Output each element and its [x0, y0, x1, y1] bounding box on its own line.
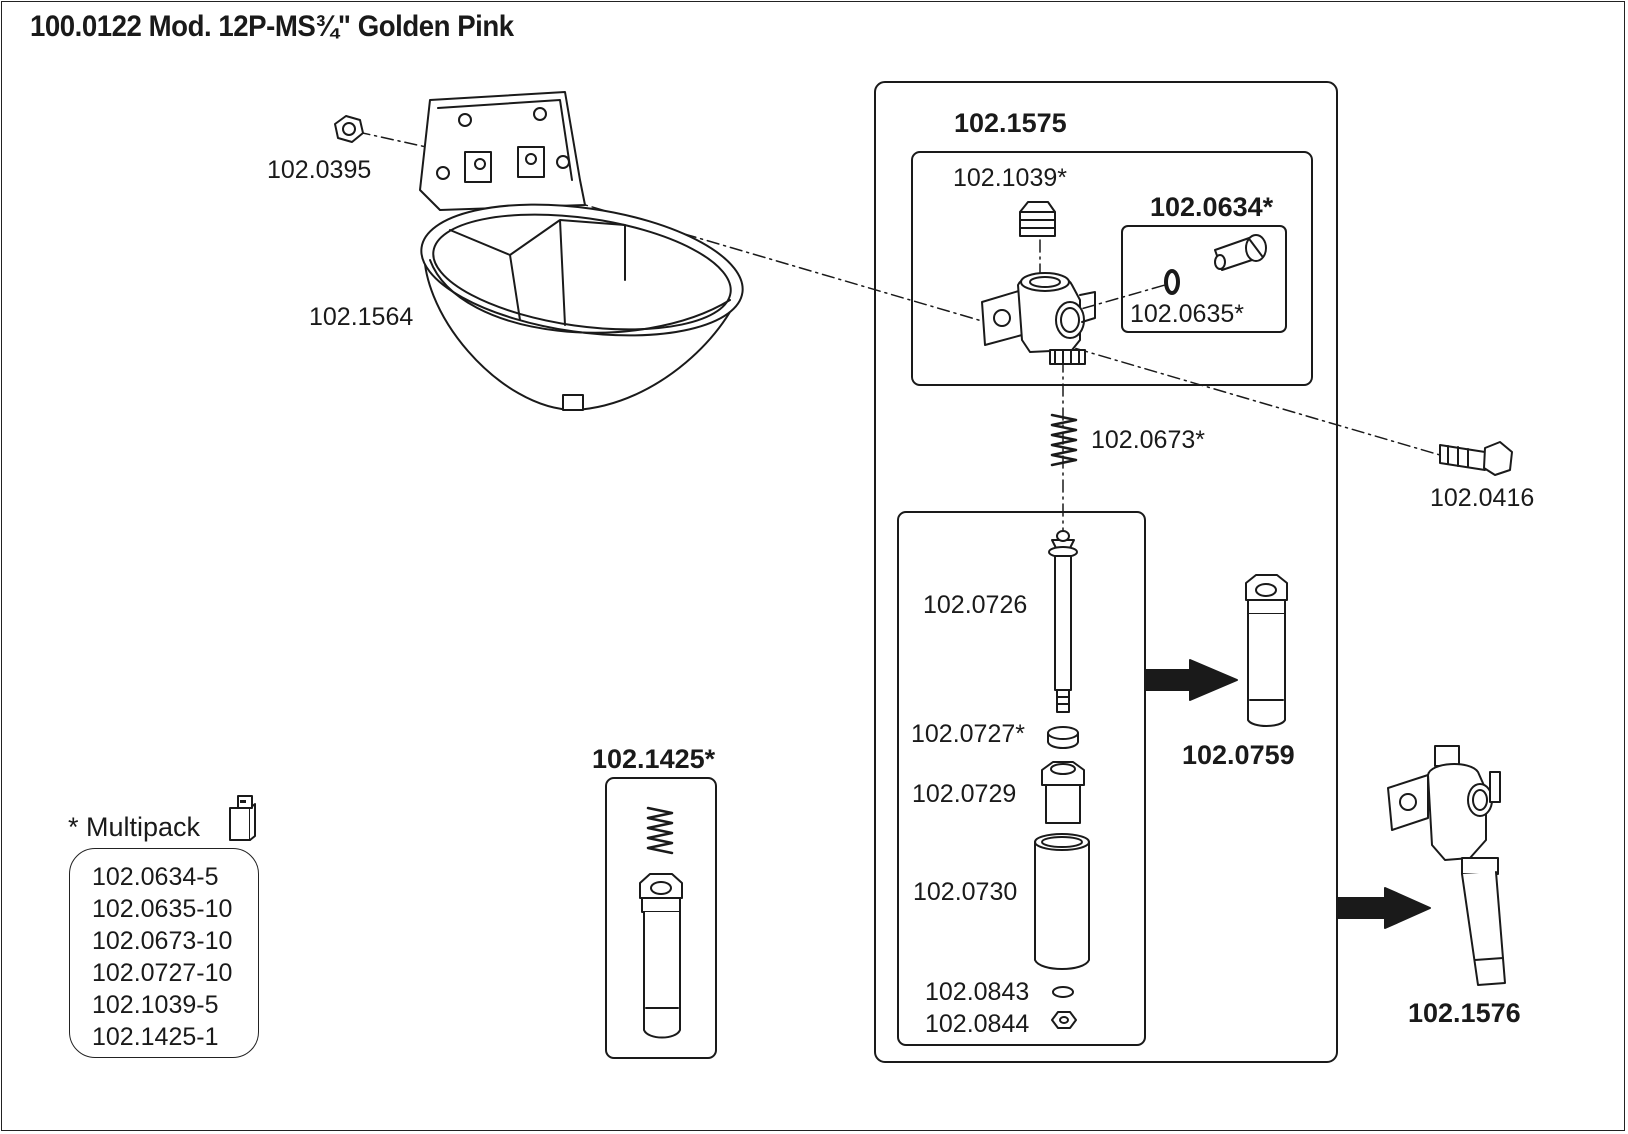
multipack-icon — [229, 795, 256, 841]
multipack-item: 102.1425-1 — [92, 1023, 219, 1051]
label-screw-0416: 102.0416 — [1430, 484, 1535, 512]
pin-assembly-box — [897, 511, 1146, 1046]
label-assembly-0759: 102.0759 — [1182, 740, 1295, 770]
label-washer-0727: 102.0727* — [911, 720, 1026, 748]
label-assembly-1576: 102.1576 — [1408, 998, 1521, 1028]
label-pin-0726: 102.0726 — [923, 591, 1028, 619]
multipack-item: 102.0635-10 — [92, 895, 233, 923]
label-plug-1039: 102.1039* — [953, 164, 1068, 192]
label-ring-0635: 102.0635* — [1130, 300, 1245, 328]
multipack-list: 102.0634-5 102.0635-10 102.0673-10 102.0… — [69, 848, 259, 1058]
label-tube-0730: 102.0730 — [913, 878, 1018, 906]
page-title: 100.0122 Mod. 12P-MS¾" Golden Pink — [30, 10, 514, 43]
multipack-item: 102.0727-10 — [92, 959, 233, 987]
hex-fitting-0729 — [1041, 761, 1085, 824]
label-valve-1575: 102.1575 — [954, 108, 1067, 138]
label-kit-0634: 102.0634* — [1150, 192, 1274, 222]
label-nut-0729: 102.0729 — [912, 780, 1017, 808]
kit-1425-box — [605, 777, 717, 1059]
o-ring-0635 — [1164, 269, 1180, 295]
kit-0634-box — [1121, 225, 1287, 333]
tube-0730 — [1034, 833, 1090, 970]
drinking-bowl-1564 — [419, 91, 744, 411]
bolt-0416 — [1439, 441, 1513, 476]
valve-group-outer-box — [874, 81, 1338, 1063]
multipack-item: 102.1039-5 — [92, 991, 219, 1019]
label-nut-0844: 102.0844 — [925, 1010, 1030, 1038]
washer-0727 — [1047, 726, 1079, 749]
hex-nut-0395 — [334, 115, 364, 143]
label-kit-1425: 102.1425* — [592, 744, 716, 774]
valve-body-1575 — [981, 272, 1096, 365]
multipack-item: 102.0634-5 — [92, 863, 219, 891]
valve-assembly-1576 — [1387, 745, 1506, 986]
label-washer-0843: 102.0843 — [925, 978, 1030, 1006]
pin-0726 — [1048, 530, 1078, 713]
label-spring-0673: 102.0673* — [1091, 426, 1206, 454]
hex-nut-0844 — [1051, 1011, 1077, 1029]
pin-assembly-0759 — [1245, 574, 1288, 727]
multipack-title: * Multipack — [68, 812, 201, 842]
spring-0673 — [1050, 413, 1078, 467]
label-nut-0395: 102.0395 — [267, 156, 372, 184]
screw-0634 — [1214, 234, 1267, 271]
valve-body-box — [911, 151, 1313, 386]
washer-0843 — [1052, 986, 1074, 998]
label-bowl-1564: 102.1564 — [309, 303, 414, 331]
kit-1425-parts — [639, 806, 683, 1039]
arrow-to-0759 — [1144, 659, 1238, 701]
multipack-item: 102.0673-10 — [92, 927, 233, 955]
arrow-to-1576 — [1336, 887, 1431, 929]
plug-1039 — [1019, 201, 1056, 237]
